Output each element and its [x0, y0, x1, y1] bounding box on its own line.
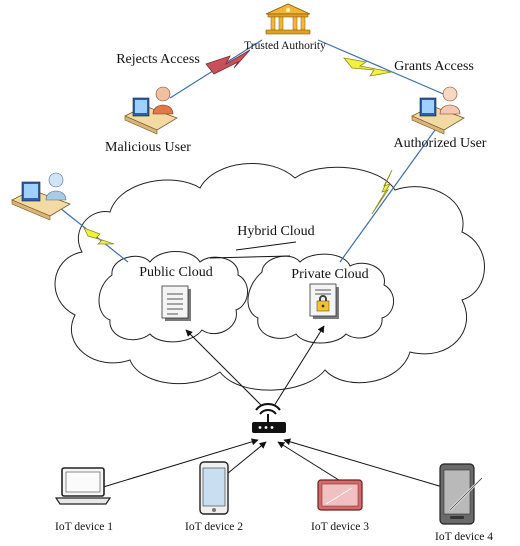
public-user-icon — [11, 172, 71, 221]
grant-bolt-top — [343, 57, 393, 77]
grants-access-label: Grants Access — [394, 59, 474, 74]
grant-bolt-left — [83, 227, 115, 245]
reject-bolt — [205, 49, 251, 75]
private-locked-document-icon — [309, 283, 339, 319]
authorized-user-label: Authorized User — [394, 136, 487, 151]
device-label-2: IoT device 2 — [185, 521, 243, 533]
public-cloud-label: Public Cloud — [139, 265, 213, 280]
device-label-3: IoT device 3 — [311, 521, 369, 533]
phone-stylus-icon — [439, 463, 483, 525]
private-cloud-label: Private Cloud — [291, 267, 368, 282]
device-label-4: IoT device 4 — [435, 531, 493, 543]
tablet-icon — [317, 479, 363, 511]
smartphone-icon — [199, 461, 229, 515]
rejects-access-label: Rejects Access — [116, 52, 200, 67]
authorized-user-icon — [411, 86, 465, 135]
laptop-icon — [54, 467, 112, 505]
hybrid-cloud-label: Hybrid Cloud — [237, 224, 314, 239]
trusted-authority-label: Trusted Authority — [244, 40, 326, 52]
grant-bolt-right — [371, 169, 393, 215]
public-document-icon — [161, 285, 191, 321]
malicious-user-label: Malicious User — [105, 140, 191, 155]
trusted-authority-building-icon — [265, 3, 311, 35]
wifi-router-icon — [252, 403, 286, 433]
device-label-1: IoT device 1 — [55, 521, 113, 533]
malicious-user-icon — [124, 86, 178, 135]
